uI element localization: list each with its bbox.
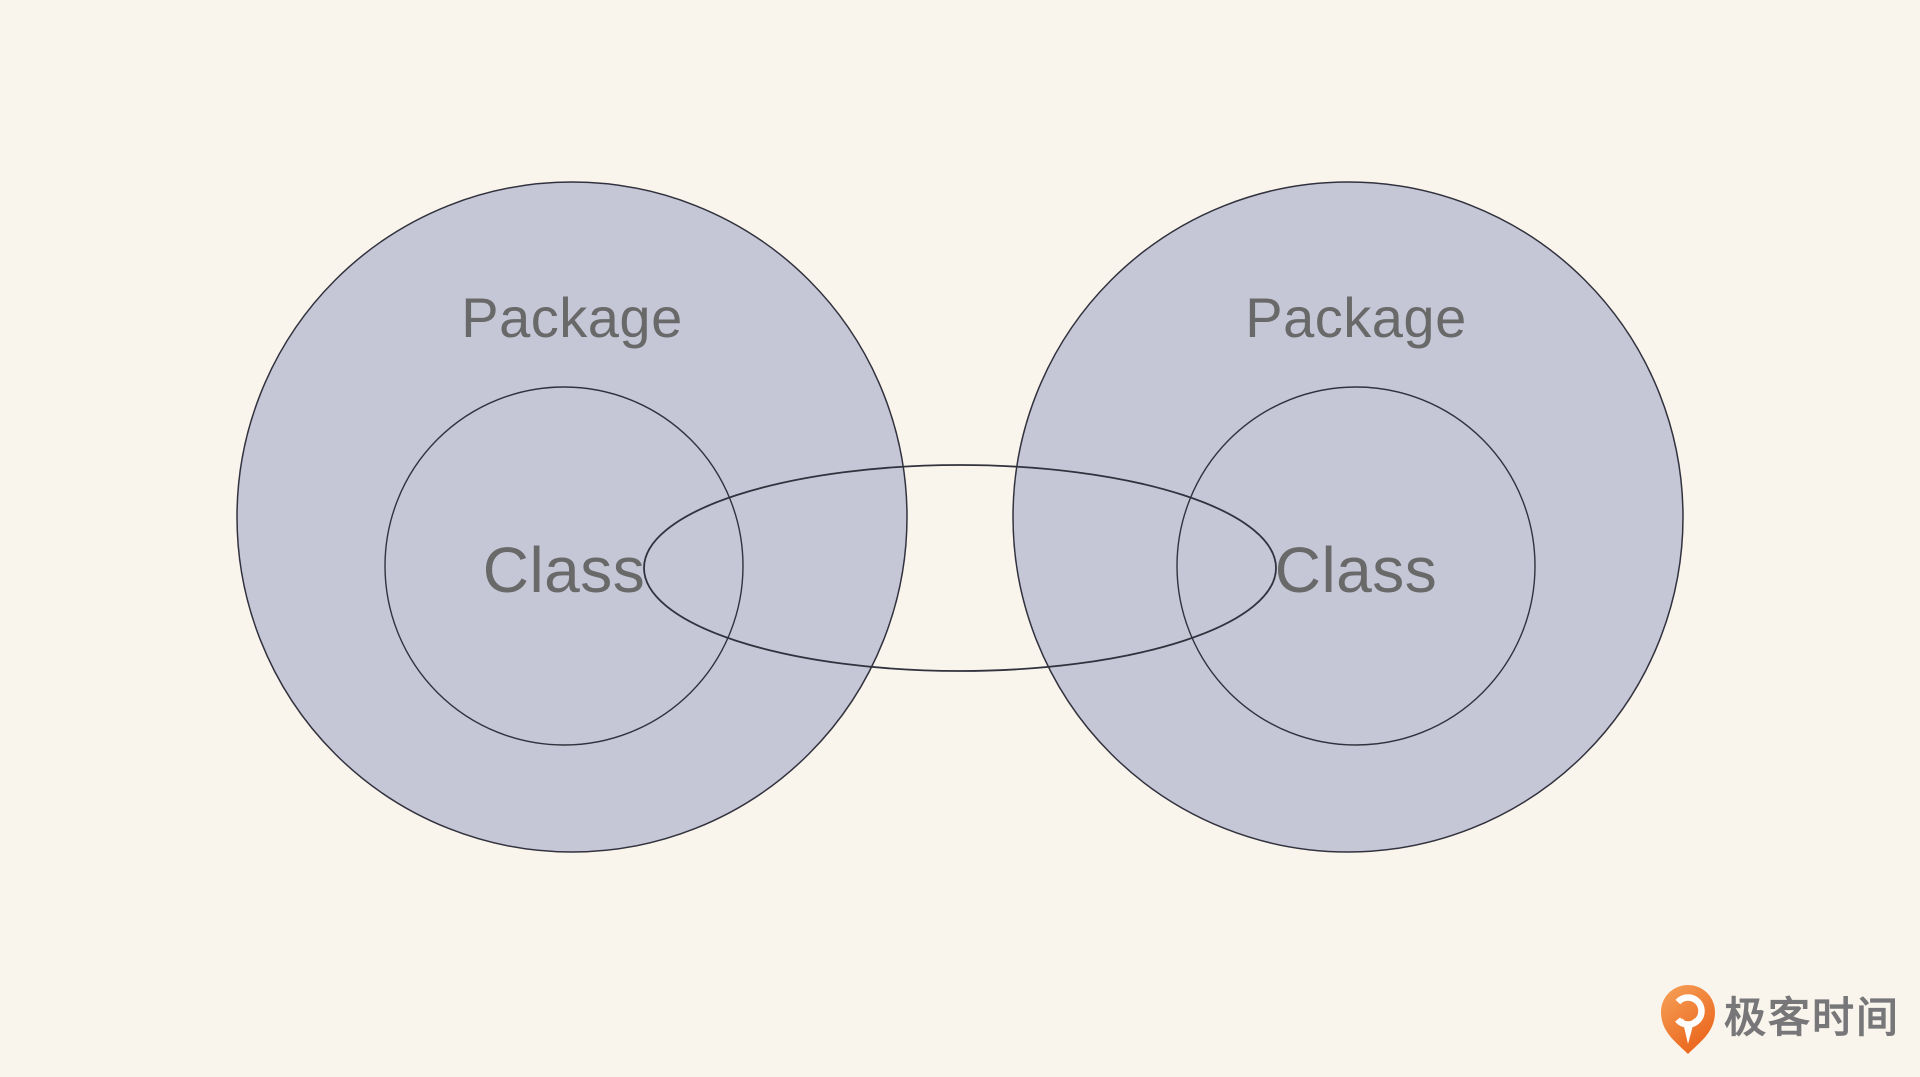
left-package-circle-outline — [236, 181, 908, 853]
brand-q-tail-icon — [1682, 1018, 1695, 1044]
right-class-label: Class — [1275, 534, 1438, 606]
right-package-circle-outline — [1012, 181, 1684, 853]
brand-logo: 极客时间 — [1661, 985, 1900, 1054]
left-class-label: Class — [483, 534, 646, 606]
right-class-circle — [1176, 386, 1536, 746]
left-package-label: Package — [461, 286, 682, 349]
right-package-label: Package — [1245, 286, 1466, 349]
left-class-circle — [384, 386, 744, 746]
left-package-circle — [237, 182, 907, 852]
brand-text: 极客时间 — [1724, 994, 1900, 1041]
right-package-circle — [1013, 182, 1683, 852]
association-ellipse — [643, 464, 1277, 672]
